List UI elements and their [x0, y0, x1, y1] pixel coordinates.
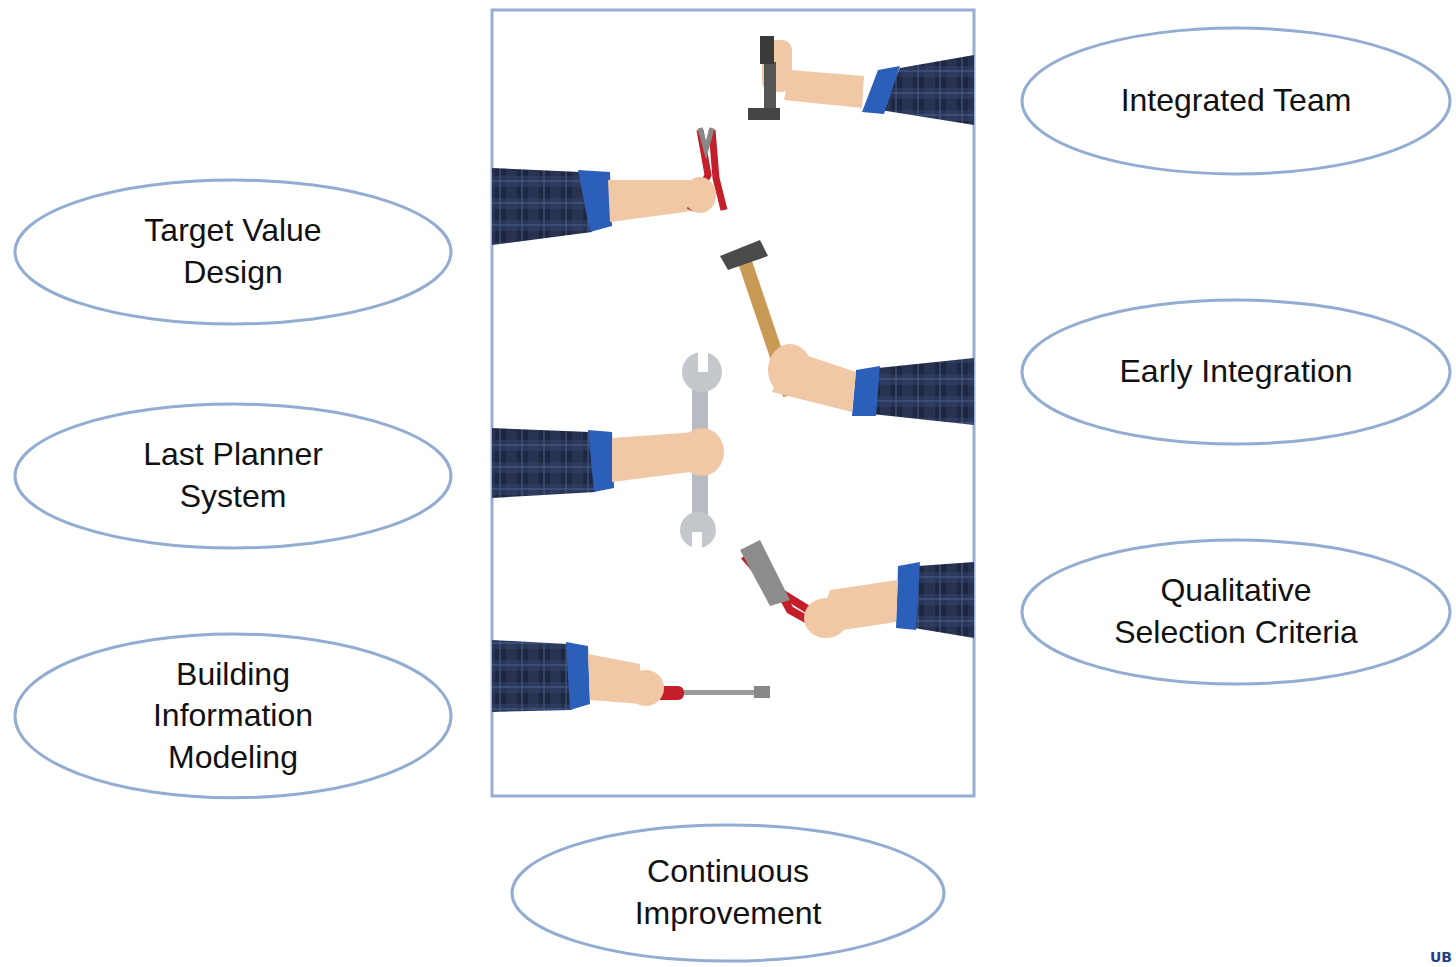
text-holder: Early Integration — [1020, 298, 1452, 446]
arm-hammer-middle — [720, 240, 974, 425]
concept-label: Qualitative Selection Criteria — [1102, 570, 1370, 653]
logo-mark: UB — [1430, 949, 1452, 965]
concept-label: Building Information Modeling — [97, 654, 370, 779]
text-holder: Continuous Improvement — [510, 823, 946, 963]
arm-wrench — [492, 350, 724, 550]
concept-ellipse: Early Integration — [1020, 298, 1452, 446]
concept-ellipse: Last Planner System — [13, 402, 453, 550]
concept-label: Continuous Improvement — [593, 851, 863, 934]
ellipse-outline — [13, 178, 453, 326]
concept-label: Target Value Design — [97, 210, 370, 293]
arm-wire-stripper — [740, 540, 974, 638]
text-holder: Building Information Modeling — [13, 632, 453, 800]
arm-nut-driver — [492, 640, 770, 712]
arm-hammer-top — [748, 36, 974, 125]
concept-ellipse: Target Value Design — [13, 178, 453, 326]
concept-ellipse: Integrated Team — [1020, 26, 1452, 176]
concept-label: Last Planner System — [97, 434, 370, 517]
concept-ellipse: Continuous Improvement — [510, 823, 946, 963]
concept-ellipse: Qualitative Selection Criteria — [1020, 538, 1452, 686]
text-holder: Integrated Team — [1020, 26, 1452, 176]
concept-label: Integrated Team — [1121, 80, 1352, 122]
concept-label: Early Integration — [1119, 351, 1352, 393]
ellipse-outline — [1020, 538, 1452, 686]
concept-ellipse: Building Information Modeling — [13, 632, 453, 800]
ellipse-outline — [13, 402, 453, 550]
photo-frame — [492, 10, 974, 796]
text-holder: Last Planner System — [13, 402, 453, 550]
text-holder: Target Value Design — [13, 178, 453, 326]
ellipse-outline — [510, 823, 946, 963]
text-holder: Qualitative Selection Criteria — [1020, 538, 1452, 686]
arm-pliers — [492, 128, 724, 245]
